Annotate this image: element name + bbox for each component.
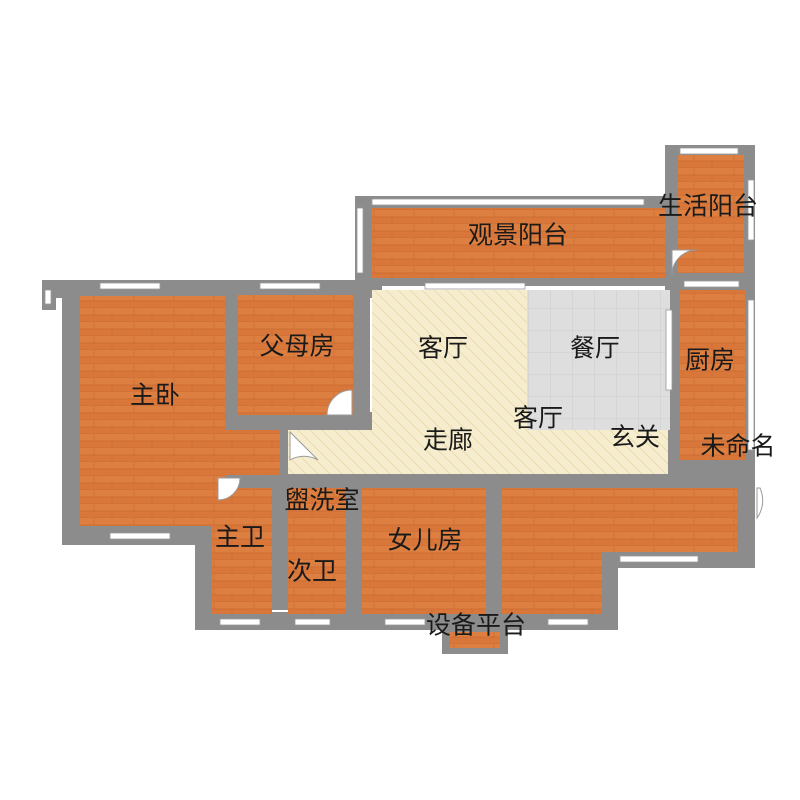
label-parents-room: 父母房 [259,332,334,361]
unnamed-room-floor-b [600,488,737,552]
view-balcony-floor [372,208,665,278]
bath-door-icon [217,477,241,501]
label-equipment-platform: 设备平台 [426,611,526,640]
doors [217,249,764,520]
parents-room-floor [238,295,353,415]
label-master-bath: 主卫 [215,523,265,552]
room-labels: 观景阳台 生活阳台 父母房 客厅 餐厅 厨房 主卧 走廊 客厅 玄关 未命名 盥… [130,192,776,640]
master-bedroom-floor [80,296,225,526]
utility-balcony-floor [678,155,744,273]
label-living-room: 客厅 [418,334,468,363]
hallway-floor [288,430,668,474]
label-second-bath: 次卫 [287,557,337,586]
label-foyer: 玄关 [610,423,660,452]
master-bedroom-ext [210,430,280,475]
label-kitchen: 厨房 [685,346,735,375]
dining-room-floor [527,290,670,430]
label-utility-balcony: 生活阳台 [658,192,758,221]
label-master-bedroom: 主卧 [130,381,180,410]
label-dining-room: 餐厅 [570,334,620,363]
label-living-room-2: 客厅 [513,404,563,433]
label-daughter-room: 女儿房 [387,526,462,555]
label-hallway: 走廊 [423,426,473,455]
entry-door-icon [756,487,764,520]
label-unnamed: 未命名 [700,432,775,461]
second-bath-floor [288,542,346,614]
rooms [80,155,745,654]
label-washroom: 盥洗室 [284,486,359,515]
unnamed-room-floor [502,488,602,614]
master-bath-floor [212,488,272,614]
daughter-room-floor [362,488,486,614]
windows [44,147,755,626]
label-view-balcony: 观景阳台 [468,221,568,250]
balcony-door-icon [671,249,698,276]
kitchen-floor [680,290,745,460]
hall-door-icon [289,430,319,461]
washroom-floor [288,488,346,542]
parents-door-icon [326,389,353,416]
equipment-platform-inner [450,632,500,648]
